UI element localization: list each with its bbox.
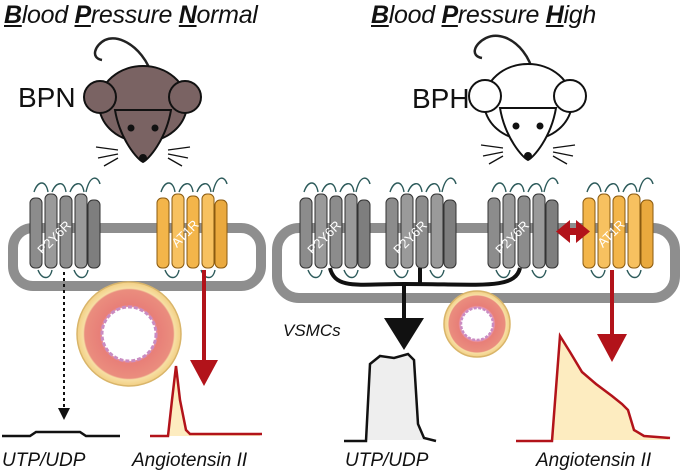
title-letter: N — [178, 1, 197, 29]
title-letter: B — [4, 1, 22, 29]
title-word: lood — [388, 1, 442, 29]
trace-label-utp-right: UTP/UDP — [345, 450, 429, 471]
dotted-arrow-head — [58, 408, 70, 420]
blood-vessel-right-icon — [443, 290, 511, 358]
black-arrow-head — [384, 318, 424, 350]
p2y6r-receptor-right-3: P2Y6R — [487, 177, 559, 279]
title-word: lood — [21, 1, 75, 29]
trace-label-utp-left: UTP/UDP — [2, 450, 86, 471]
p2y6r-receptor-left: P2Y6R — [29, 177, 101, 279]
title-bpn: Blood Pressure Normal — [4, 1, 258, 30]
title-word: ressure — [90, 1, 179, 29]
title-letter: B — [371, 1, 389, 29]
blood-vessel-left-icon — [76, 281, 182, 387]
title-letter: P — [74, 1, 91, 29]
angiotensin-trace-right — [516, 332, 671, 443]
title-bph: Blood Pressure High — [371, 1, 596, 30]
mouse-bph-icon — [468, 34, 587, 165]
red-arrow-head-left — [190, 360, 218, 386]
title-word: igh — [563, 1, 597, 29]
angiotensin-trace-left — [150, 365, 262, 438]
at1r-receptor-right: AT1R — [582, 177, 654, 279]
at1r-receptor-left: AT1R — [156, 177, 228, 279]
converging-arrows — [328, 267, 522, 322]
utp-trace-left — [2, 430, 120, 438]
mouse-bpn-icon — [83, 37, 202, 167]
angiotensin-trace-right-fill — [540, 336, 668, 440]
mouse-label-bph: BPH — [412, 83, 470, 114]
title-word: ormal — [196, 1, 258, 29]
title-letter: H — [545, 1, 564, 29]
trace-label-angiotensin-left: Angiotensin II — [131, 450, 248, 471]
interaction-double-arrow-icon — [556, 220, 590, 243]
title-word: ressure — [457, 1, 546, 29]
cell-label-vsmcs: VSMCs — [283, 321, 341, 340]
title-letter: P — [441, 1, 458, 29]
red-arrow-head-right — [597, 334, 627, 362]
p2y6r-receptor-right-2: P2Y6R — [385, 177, 457, 279]
mouse-label-bpn: BPN — [18, 82, 76, 113]
trace-label-angiotensin-right: Angiotensin II — [535, 450, 652, 471]
utp-trace-right — [344, 352, 437, 443]
p2y6r-receptor-right-1: P2Y6R — [299, 177, 371, 279]
